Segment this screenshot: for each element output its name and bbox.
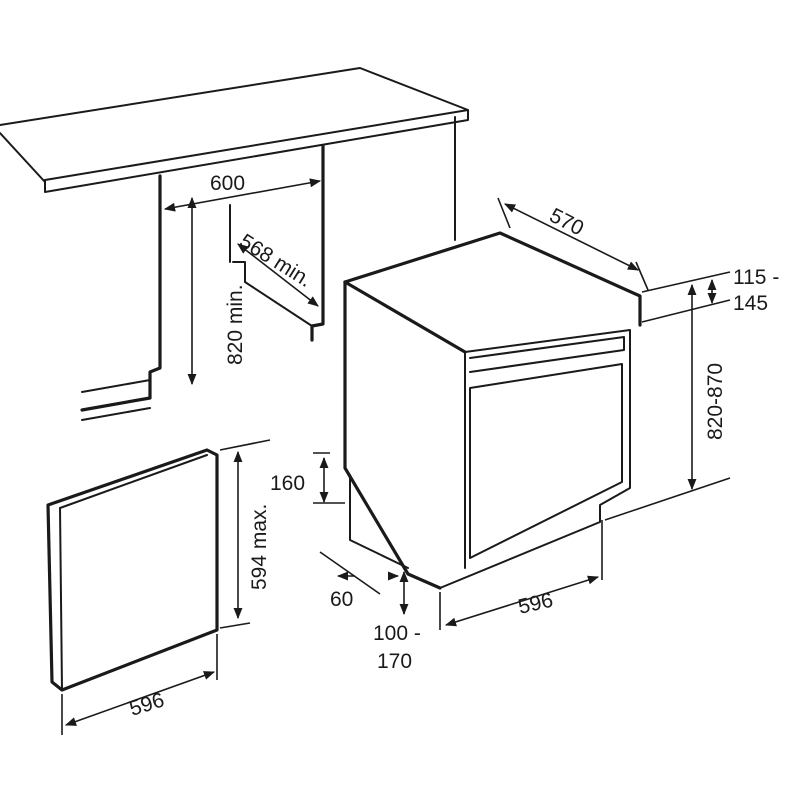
label-plinth-setback: 60 xyxy=(330,588,353,611)
niche-dimension-lines xyxy=(163,178,322,386)
dishwasher-dimension-lines xyxy=(313,197,731,630)
label-panel-height: 594 max. xyxy=(248,504,271,590)
label-panel-width: 596 xyxy=(127,689,167,721)
decor-panel xyxy=(46,448,219,692)
label-feet-b: 170 xyxy=(377,650,412,673)
label-appliance-depth: 570 xyxy=(546,204,588,240)
niche-opening xyxy=(80,116,456,421)
label-niche-width: 600 xyxy=(210,172,245,195)
label-plinth-height: 160 xyxy=(270,472,305,495)
label-appliance-width: 596 xyxy=(516,589,555,619)
panel-dimension-lines xyxy=(61,439,271,735)
label-feet-a: 100 - xyxy=(373,622,421,645)
dishwasher xyxy=(343,231,642,590)
label-niche-height: 820 min. xyxy=(224,284,247,365)
label-top-gap-b: 145 xyxy=(733,292,768,315)
label-appliance-height: 820-870 xyxy=(704,363,727,440)
countertop xyxy=(0,67,469,193)
label-top-gap-a: 115 - xyxy=(733,266,779,289)
